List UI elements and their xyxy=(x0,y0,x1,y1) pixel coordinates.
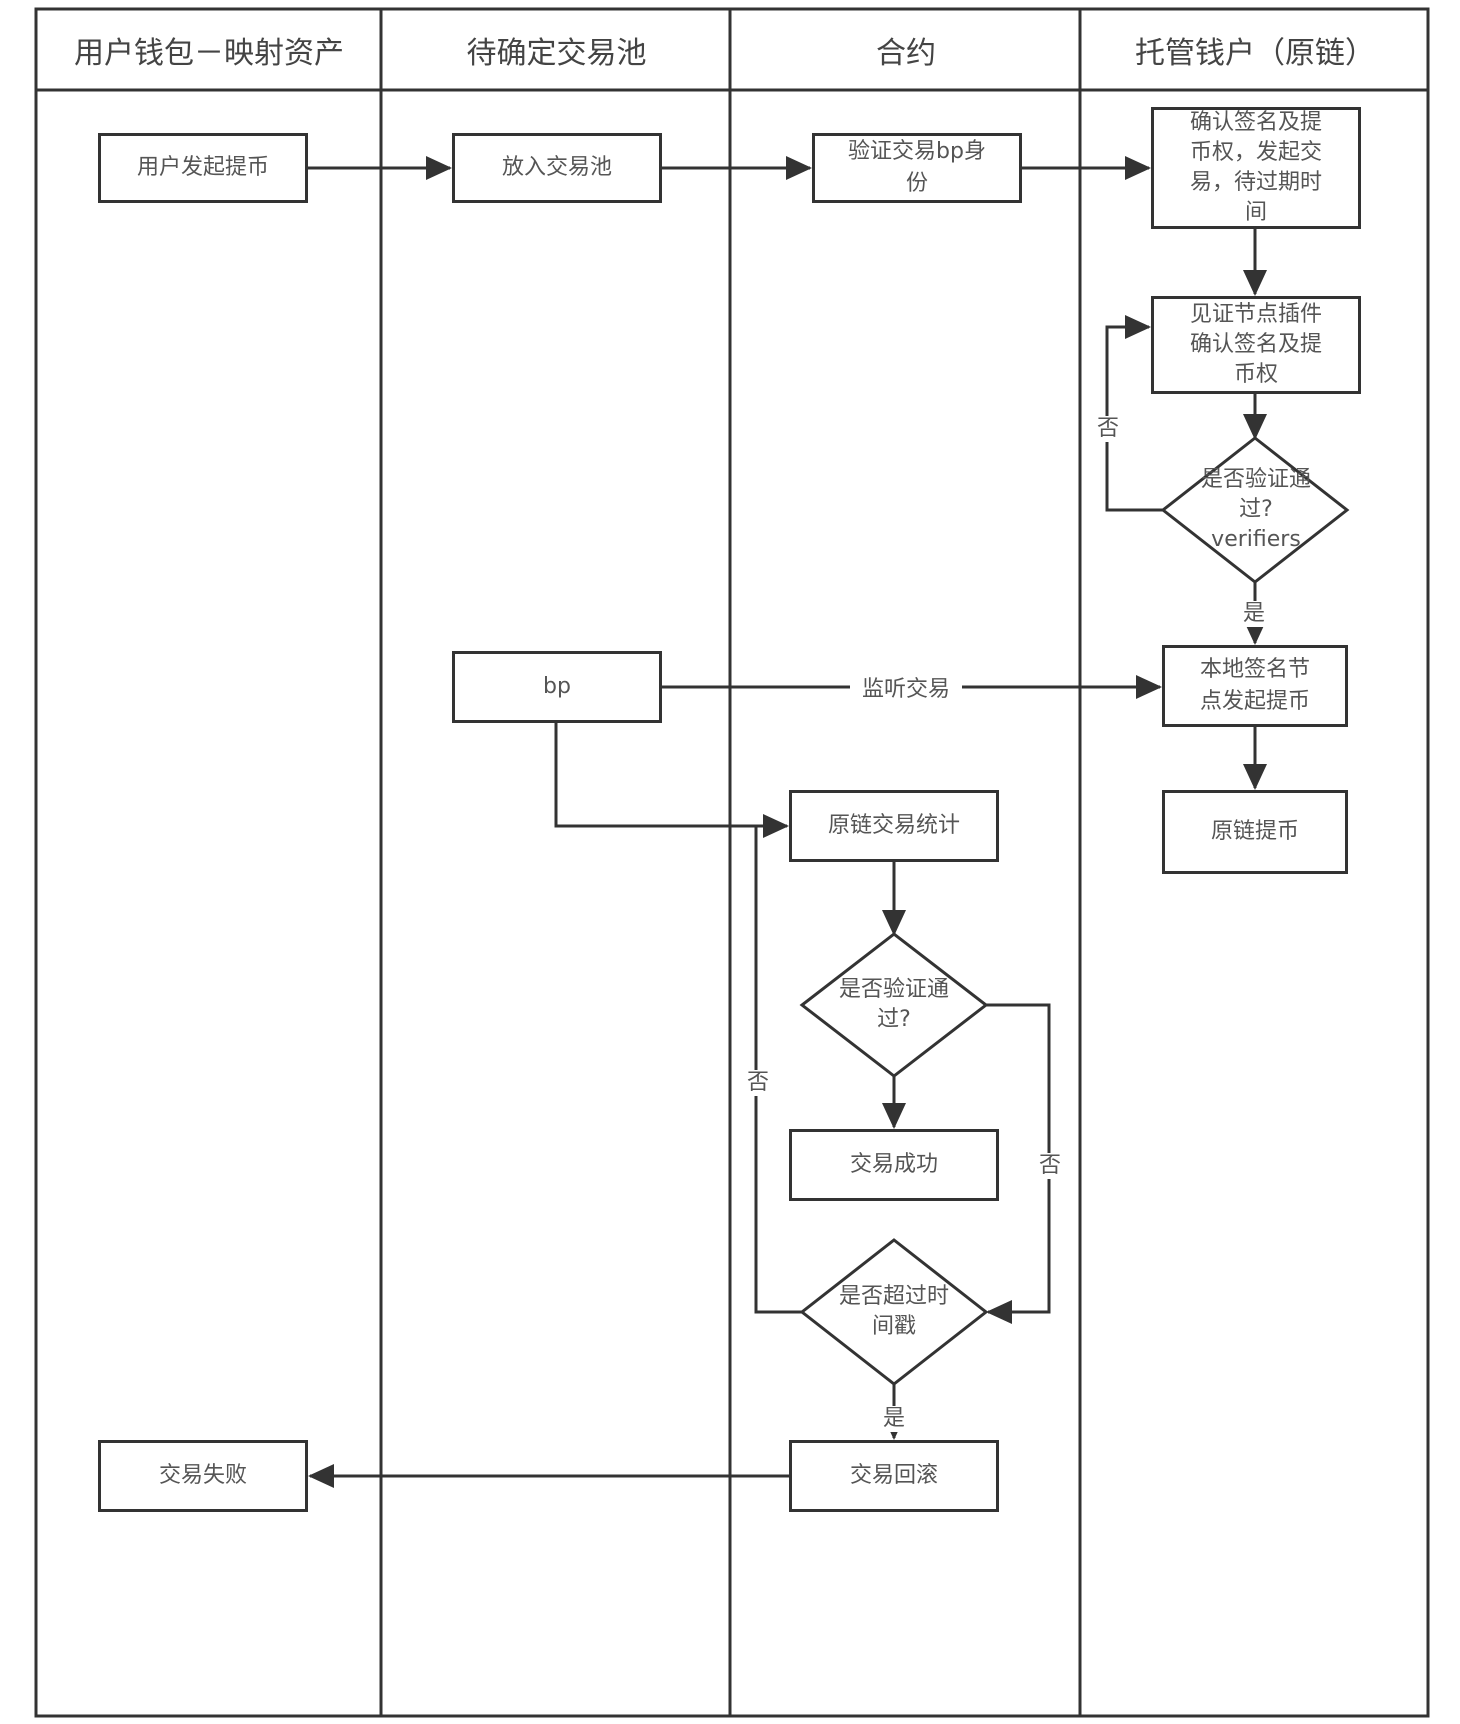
node-timeout[interactable]: 是否超过时 间戳 xyxy=(838,1284,949,1339)
edge-label-listen-tx: 监听交易 xyxy=(850,677,962,703)
node-witness-plugin[interactable]: 见证节点插件 确认签名及提 币权 xyxy=(1151,296,1361,394)
node-bp[interactable]: bp xyxy=(452,651,662,723)
node-confirm-sign[interactable]: 确认签名及提 币权，发起交 易，待过期时 间 xyxy=(1151,107,1361,229)
node-user-withdraw[interactable]: 用户发起提币 xyxy=(98,133,308,203)
diamond-verify-pass xyxy=(799,932,989,1078)
outer-border xyxy=(34,7,1430,1718)
diamond-timeout xyxy=(799,1238,989,1386)
node-rollback[interactable]: 交易回滚 xyxy=(789,1440,999,1512)
node-verify-pass[interactable]: 是否验证通 过? xyxy=(838,977,949,1032)
node-verifiers-pass[interactable]: 是否验证通 过? verifiers xyxy=(1200,467,1311,552)
edge-label-yes-verifiers: 是 xyxy=(1240,601,1268,627)
edge-label-no-verify: 否 xyxy=(1036,1153,1064,1179)
node-origin-withdraw[interactable]: 原链提币 xyxy=(1162,790,1348,874)
swimlane-frame xyxy=(34,7,1430,1718)
lane-header-pool: 待确定交易池 xyxy=(466,36,647,71)
node-tx-fail[interactable]: 交易失败 xyxy=(98,1440,308,1512)
diamond-verifiers-pass xyxy=(1160,436,1350,584)
lane-header-wallet: 用户钱包－映射资产 xyxy=(74,36,344,71)
edge-label-no-timeout: 否 xyxy=(744,1070,772,1096)
edge-label-yes-timeout: 是 xyxy=(880,1406,908,1432)
lane-header-contract: 合约 xyxy=(876,36,936,71)
lane-header-custody: 托管钱户（原链） xyxy=(1135,36,1375,71)
edge-timeout-no-to-stats xyxy=(754,824,802,1314)
edge-bp-to-chain-stats xyxy=(554,723,789,838)
edges xyxy=(308,156,1267,1488)
node-local-sign[interactable]: 本地签名节 点发起提币 xyxy=(1162,645,1348,727)
node-tx-success[interactable]: 交易成功 xyxy=(789,1129,999,1201)
decision-shapes xyxy=(799,436,1350,1386)
node-chain-stats[interactable]: 原链交易统计 xyxy=(789,790,999,862)
node-verify-bp[interactable]: 验证交易bp身 份 xyxy=(812,133,1022,203)
edge-label-no-verifiers: 否 xyxy=(1094,416,1122,442)
node-put-pool[interactable]: 放入交易池 xyxy=(452,133,662,203)
